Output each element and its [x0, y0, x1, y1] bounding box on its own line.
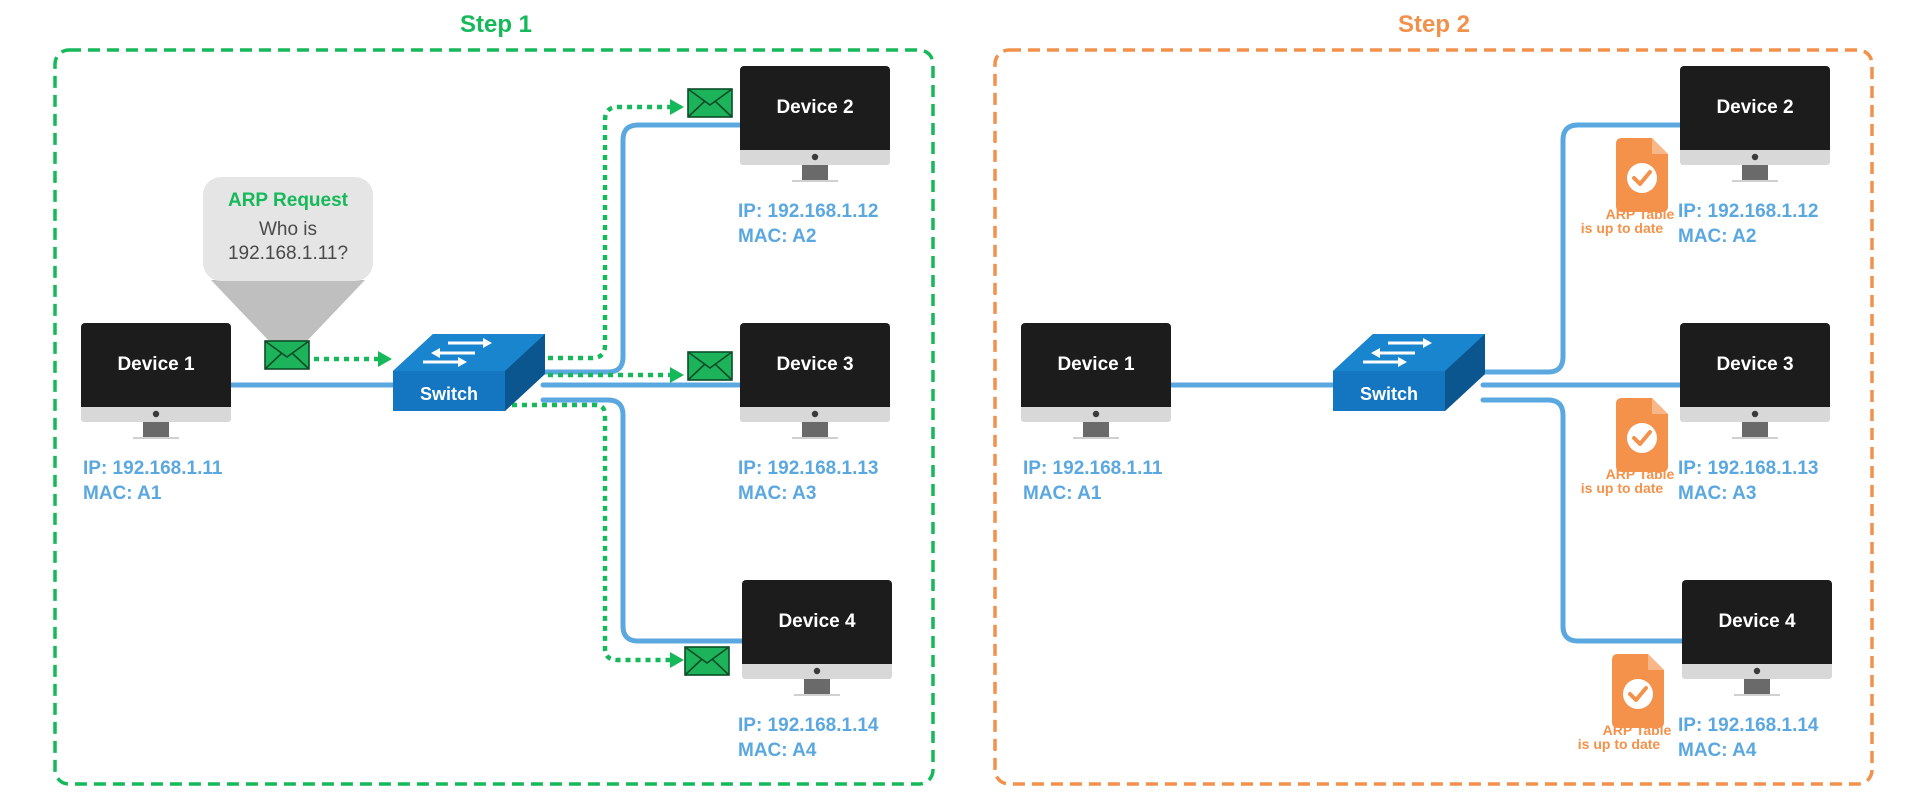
envelope-icon — [687, 88, 733, 118]
arp-status-line1: ARP Table — [1603, 722, 1672, 738]
arp-table-status-device-4: ARP Table is up to date — [1578, 652, 1672, 752]
device-ip: IP: 192.168.1.14 — [738, 715, 879, 736]
device-name: Device 2 — [1716, 97, 1793, 118]
arp-request-bubble: ARP Request Who is 192.168.1.11? — [203, 177, 373, 342]
device-name: Device 1 — [1057, 354, 1135, 375]
arp-status-line1: ARP Table — [1606, 466, 1675, 482]
step1-title: Step 1 — [460, 11, 532, 38]
monitor-icon — [742, 580, 892, 696]
step2-device-4: Device 4 IP: 192.168.1.14 MAC: A4 — [1678, 580, 1832, 761]
document-check-icon — [1610, 652, 1666, 730]
monitor-icon — [1682, 580, 1832, 696]
envelope-icon — [687, 351, 733, 381]
device-mac: MAC: A1 — [1023, 483, 1102, 504]
device-ip: IP: 192.168.1.12 — [738, 201, 879, 222]
bubble-line1: Who is — [259, 219, 317, 240]
step1-cables — [228, 122, 745, 644]
device-name: Device 1 — [117, 354, 195, 375]
device-name: Device 2 — [776, 97, 853, 118]
monitor-icon — [1680, 66, 1830, 182]
monitor-icon — [1021, 323, 1171, 439]
arp-status-line2: is up to date — [1581, 480, 1664, 496]
device-ip: IP: 192.168.1.14 — [1678, 715, 1819, 736]
device-mac: MAC: A4 — [738, 740, 817, 761]
device-name: Device 4 — [778, 611, 856, 632]
monitor-icon — [1680, 323, 1830, 439]
device-mac: MAC: A2 — [1678, 226, 1756, 247]
document-check-icon — [1614, 136, 1670, 214]
monitor-icon — [740, 66, 890, 182]
monitor-icon — [81, 323, 231, 439]
device-name: Device 4 — [1718, 611, 1796, 632]
step1-device-1: Device 1 IP: 192.168.1.11 MAC: A1 — [81, 323, 231, 504]
step2-frame — [993, 48, 1874, 786]
device-ip: IP: 192.168.1.11 — [1023, 458, 1163, 479]
device-mac: MAC: A3 — [738, 483, 816, 504]
step2-device-2: Device 2 IP: 192.168.1.12 MAC: A2 — [1678, 66, 1830, 247]
step2-device-3: Device 3 IP: 192.168.1.13 MAC: A3 — [1678, 323, 1830, 504]
device-name: Device 3 — [1716, 354, 1793, 375]
arp-status-line2: is up to date — [1578, 736, 1661, 752]
step1-dotted-paths — [314, 104, 670, 663]
step2-switch-label: Switch — [1360, 384, 1418, 404]
arp-status-line2: is up to date — [1581, 220, 1664, 236]
device-mac: MAC: A2 — [738, 226, 816, 247]
device-ip: IP: 192.168.1.13 — [738, 458, 879, 479]
step2-title: Step 2 — [1398, 11, 1470, 38]
device-name: Device 3 — [776, 354, 853, 375]
arp-table-status-device-2: ARP Table is up to date — [1581, 136, 1675, 236]
arp-table-status-device-3: ARP Table is up to date — [1581, 396, 1675, 496]
step2-device-1: Device 1 IP: 192.168.1.11 MAC: A1 — [1021, 323, 1171, 504]
device-mac: MAC: A1 — [83, 483, 162, 504]
step1-device-4: Device 4 IP: 192.168.1.14 MAC: A4 — [738, 580, 892, 761]
device-ip: IP: 192.168.1.12 — [1678, 201, 1819, 222]
bubble-line2: 192.168.1.11? — [228, 243, 348, 264]
device-mac: MAC: A4 — [1678, 740, 1757, 761]
step1-arrowheads — [378, 99, 684, 668]
step1-device-2: Device 2 IP: 192.168.1.12 MAC: A2 — [738, 66, 890, 247]
monitor-icon — [740, 323, 890, 439]
device-ip: IP: 192.168.1.11 — [83, 458, 223, 479]
bubble-title: ARP Request — [228, 190, 349, 211]
arp-status-line1: ARP Table — [1606, 206, 1675, 222]
document-check-icon — [1614, 396, 1670, 474]
device-ip: IP: 192.168.1.13 — [1678, 458, 1819, 479]
step1-device-3: Device 3 IP: 192.168.1.13 MAC: A3 — [738, 323, 890, 504]
envelope-icon — [684, 646, 730, 676]
envelope-icon — [264, 340, 310, 370]
step1-frame — [53, 48, 935, 786]
step1-switch-label: Switch — [420, 384, 478, 404]
device-mac: MAC: A3 — [1678, 483, 1756, 504]
step2-cables — [1167, 122, 1685, 644]
